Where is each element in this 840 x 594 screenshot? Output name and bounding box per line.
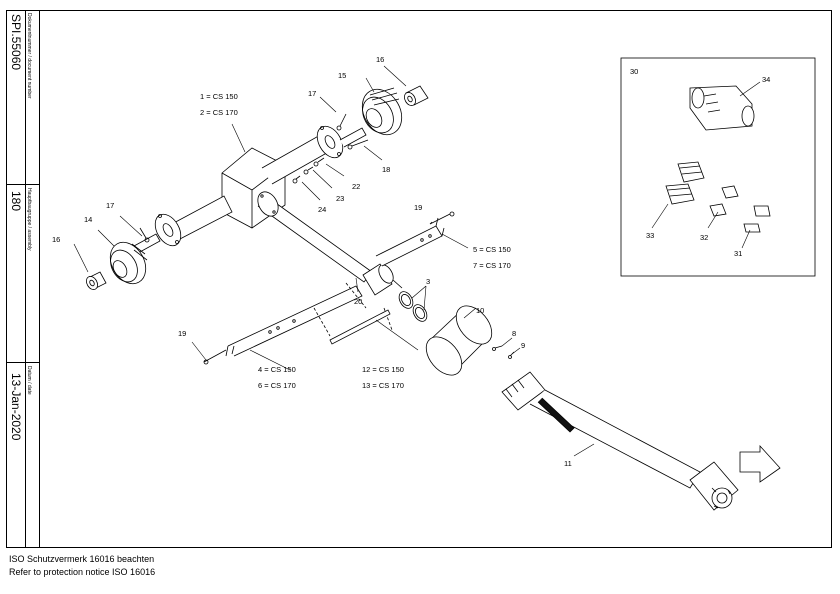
right-pulley: [361, 87, 403, 136]
pto-shaft: [501, 371, 739, 511]
callout-30: 30: [630, 67, 638, 76]
date-cell: 13-Jan-2020 Datum / date: [6, 363, 39, 548]
left-pulley: [109, 241, 148, 285]
small-fasteners: [139, 113, 369, 243]
guard-cone: [425, 305, 493, 376]
callout-1: 1 = CS 150: [200, 92, 238, 101]
callout-8: 8: [512, 329, 516, 338]
callout-32: 32: [700, 233, 708, 242]
left-flange: [154, 213, 182, 247]
protection-notice-de: ISO Schutzvermerk 16016 beachten: [9, 554, 155, 564]
callout-5: 5 = CS 150: [473, 245, 511, 254]
callout-17-top: 17: [308, 89, 316, 98]
callout-17-left: 17: [106, 201, 114, 210]
right-stub-shaft: [339, 127, 367, 148]
callout-33: 33: [646, 231, 654, 240]
lower-guard-tube: [225, 285, 363, 357]
doc-number-cell: SPI.55060 Dokumentnummer / document numb…: [6, 10, 39, 185]
callout-2: 2 = CS 170: [200, 108, 238, 117]
callout-6: 6 = CS 170: [258, 381, 296, 390]
inset-frame: [620, 57, 816, 277]
callout-22: 22: [352, 182, 360, 191]
direction-arrow: [739, 444, 781, 483]
upper-guard-tube: [375, 217, 445, 267]
guide-rod: [329, 309, 391, 345]
right-spacer: [404, 85, 429, 106]
callout-34: 34: [762, 75, 770, 84]
callout-16-left: 16: [52, 235, 60, 244]
leader-lines: [73, 65, 761, 457]
inset-parts: [665, 85, 771, 233]
assembly-cell: 180 Hauptbaugruppe / assembly: [6, 185, 39, 363]
upper-shaft-tube: [169, 133, 333, 241]
retaining-rings: [398, 291, 428, 322]
callout-23: 23: [336, 194, 344, 203]
left-spacer: [86, 271, 107, 290]
coupling-sleeve: [362, 263, 403, 296]
callout-7: 7 = CS 170: [473, 261, 511, 270]
callout-9: 9: [521, 341, 525, 350]
protection-notice-en: Refer to protection notice ISO 16016: [9, 567, 156, 577]
locking-pins: [203, 211, 455, 365]
callout-31: 31: [734, 249, 742, 258]
screws-8-9: [492, 345, 515, 359]
drawing-frame: [6, 10, 832, 548]
callout-14: 14: [84, 215, 92, 224]
callout-12: 12 = CS 150: [362, 365, 404, 374]
right-flange: [316, 125, 344, 159]
callout-18: 18: [382, 165, 390, 174]
callout-19-right: 19: [414, 203, 422, 212]
callout-19-left: 19: [178, 329, 186, 338]
footer: ISO Schutzvermerk 16016 beachten Refer t…: [9, 553, 155, 579]
title-block: SPI.55060 Dokumentnummer / document numb…: [6, 10, 40, 548]
lower-shaft-tube: [257, 191, 373, 283]
assembly-dashed-lines: [313, 282, 393, 337]
callout-13: 13 = CS 170: [362, 381, 404, 390]
callout-24: 24: [318, 205, 326, 214]
callout-4: 4 = CS 150: [258, 365, 296, 374]
callout-labels: 1 = CS 150 2 = CS 170 16 15 17 18 22 23 …: [52, 55, 770, 468]
callout-20: 20: [354, 297, 362, 306]
callout-10: 10: [476, 306, 484, 315]
callout-11: 11: [564, 459, 572, 468]
callout-16-top: 16: [376, 55, 384, 64]
callout-3: 3: [426, 277, 430, 286]
callout-15: 15: [338, 71, 346, 80]
